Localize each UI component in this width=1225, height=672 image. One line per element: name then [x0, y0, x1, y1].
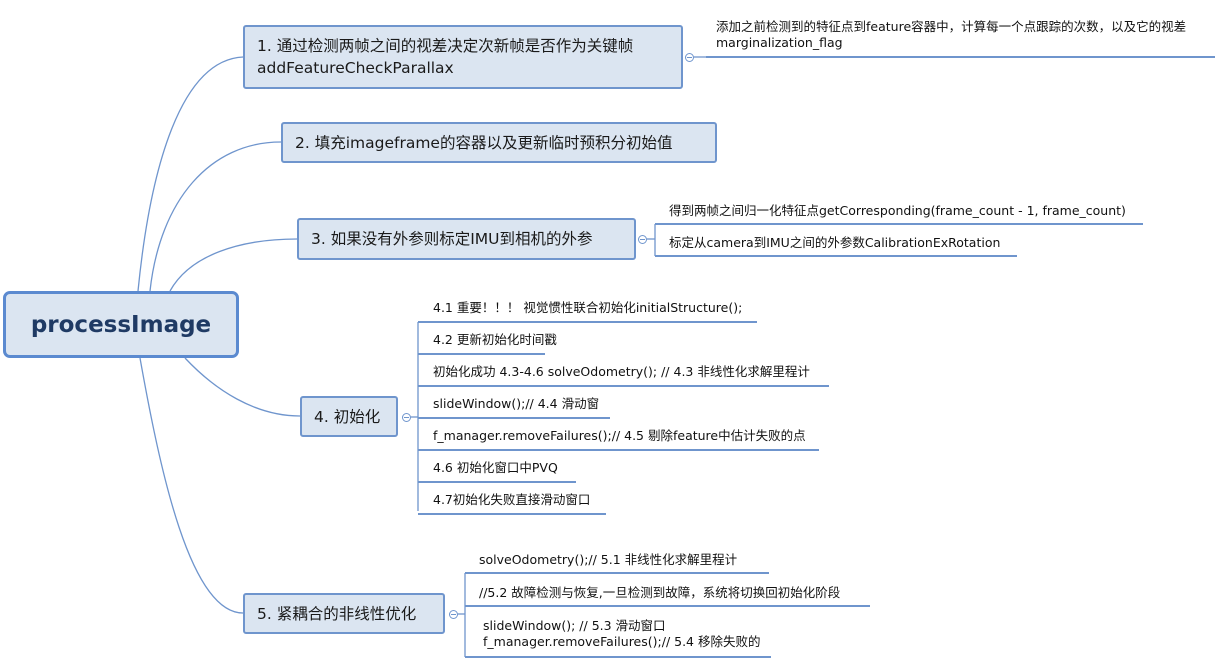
topic-3-collapse-icon[interactable] — [638, 235, 647, 244]
topic-4-child-6[interactable]: 4.6 初始化窗口中PVQ — [433, 460, 558, 476]
topic-5-collapse-icon[interactable] — [449, 610, 458, 619]
topic-1-child-1-line-2: marginalization_flag — [716, 35, 843, 50]
topic-4-child-4[interactable]: slideWindow();// 4.4 滑动窗 — [433, 396, 599, 412]
topic-1-line-1: 1. 通过检测两帧之间的视差决定次新帧是否作为关键帧 — [257, 37, 634, 55]
topic-4-node[interactable]: 4. 初始化 — [300, 396, 398, 437]
topic-4-child-3[interactable]: 初始化成功 4.3-4.6 solveOdometry(); // 4.3 非线… — [433, 364, 810, 380]
topic-1-child-1[interactable]: 添加之前检测到的特征点到feature容器中，计算每一个点跟踪的次数，以及它的视… — [716, 19, 1186, 51]
topic-5-child-2-line-1: //5.2 故障检测与恢复,一旦检测到故障，系统将切换回初始化阶段 — [479, 585, 841, 600]
topic-4-child-7[interactable]: 4.7初始化失败直接滑动窗口 — [433, 492, 590, 508]
root-to-topic-1-link — [137, 56, 244, 292]
topic-5-child-1-line-1: solveOdometry();// 5.1 非线性化求解里程计 — [479, 552, 738, 567]
topic-4-child-7-line-1: 4.7初始化失败直接滑动窗口 — [433, 492, 591, 507]
topic-4-collapse-icon[interactable] — [402, 413, 411, 422]
topic-4-child-1[interactable]: 4.1 重要！！！ 视觉惯性联合初始化initialStructure(); — [433, 300, 742, 316]
topic-4-child-1-line-1: 4.1 重要！！！ 视觉惯性联合初始化initialStructure(); — [433, 300, 743, 315]
topic-5-line-1: 5. 紧耦合的非线性优化 — [257, 604, 417, 623]
topic-3-child-2[interactable]: 标定从camera到IMU之间的外参数CalibrationExRotation — [669, 235, 1000, 251]
topic-3-child-1-line-1: 得到两帧之间归一化特征点getCorresponding(frame_count… — [669, 203, 1126, 218]
topic-5-node[interactable]: 5. 紧耦合的非线性优化 — [243, 593, 445, 634]
root-to-topic-5-link — [139, 357, 244, 614]
topic-4-child-2[interactable]: 4.2 更新初始化时间戳 — [433, 332, 557, 348]
topic-5-child-3[interactable]: slideWindow(); // 5.3 滑动窗口 f_manager.rem… — [483, 618, 760, 650]
topic-4-child-6-line-1: 4.6 初始化窗口中PVQ — [433, 460, 558, 475]
topic-5-child-3-line-1: slideWindow(); // 5.3 滑动窗口 — [483, 618, 666, 633]
topic-3-child-2-line-1: 标定从camera到IMU之间的外参数CalibrationExRotation — [669, 235, 1001, 250]
topic-5-child-3-line-2: f_manager.removeFailures();// 5.4 移除失败的 — [483, 634, 761, 649]
root-to-topic-3-link — [169, 238, 298, 292]
topic-4-child-5-line-1: f_manager.removeFailures();// 4.5 剔除feat… — [433, 428, 806, 443]
topic-1-collapse-icon[interactable] — [685, 53, 694, 62]
topic-2-line-1: 2. 填充imageframe的容器以及更新临时预积分初始值 — [295, 133, 673, 152]
topic-1-node[interactable]: 1. 通过检测两帧之间的视差决定次新帧是否作为关键帧 addFeatureChe… — [243, 25, 683, 89]
topic-4-child-4-line-1: slideWindow();// 4.4 滑动窗 — [433, 396, 600, 411]
topic-3-line-1: 3. 如果没有外参则标定IMU到相机的外参 — [311, 230, 593, 248]
topic-2-node[interactable]: 2. 填充imageframe的容器以及更新临时预积分初始值 — [281, 122, 717, 163]
topic-4-child-2-line-1: 4.2 更新初始化时间戳 — [433, 332, 557, 347]
root-to-topic-4-link — [184, 357, 301, 417]
topic-4-child-5[interactable]: f_manager.removeFailures();// 4.5 剔除feat… — [433, 428, 806, 444]
topic-5-child-2[interactable]: //5.2 故障检测与恢复,一旦检测到故障，系统将切换回初始化阶段 — [479, 585, 840, 601]
root-node[interactable]: processImage — [3, 291, 239, 358]
root-to-topic-2-link — [149, 141, 282, 292]
topic-3-node[interactable]: 3. 如果没有外参则标定IMU到相机的外参 — [297, 218, 636, 260]
topic-4-child-3-line-1: 初始化成功 4.3-4.6 solveOdometry(); // 4.3 非线… — [433, 364, 810, 379]
topic-1-child-1-line-1: 添加之前检测到的特征点到feature容器中，计算每一个点跟踪的次数，以及它的视… — [716, 19, 1187, 34]
topic-5-child-1[interactable]: solveOdometry();// 5.1 非线性化求解里程计 — [479, 552, 737, 568]
topic-1-line-2: addFeatureCheckParallax — [257, 59, 454, 77]
topic-3-child-1[interactable]: 得到两帧之间归一化特征点getCorresponding(frame_count… — [669, 203, 1126, 219]
topic-4-line-1: 4. 初始化 — [314, 407, 381, 426]
